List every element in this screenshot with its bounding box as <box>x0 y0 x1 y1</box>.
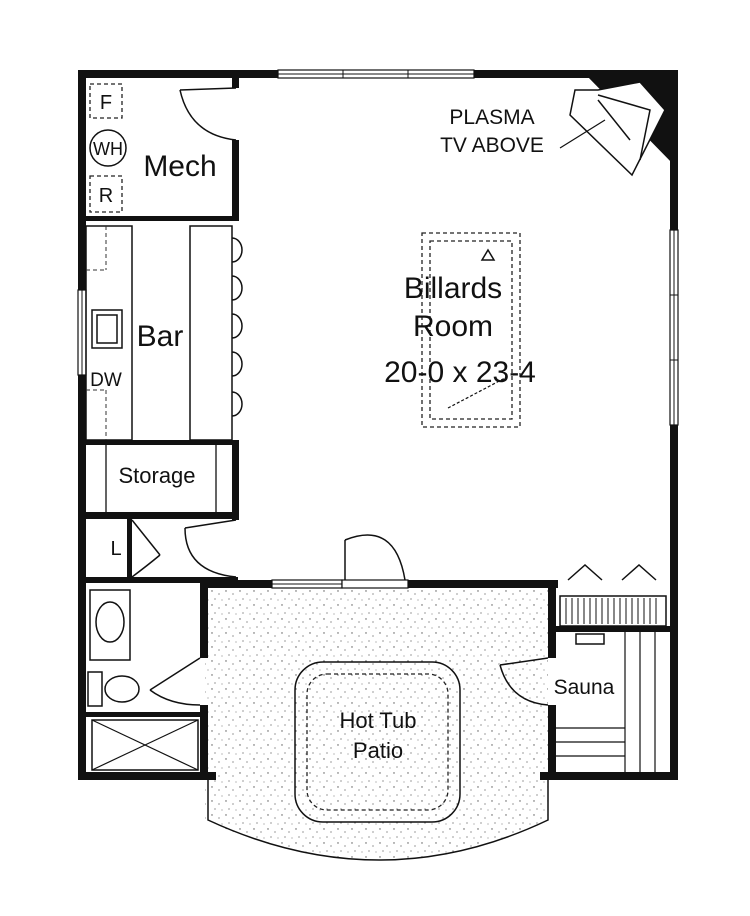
patio-openings <box>271 534 409 589</box>
bar-label: Bar <box>137 320 184 353</box>
plasma-tv-icon <box>559 81 666 177</box>
hot-tub-label-line1: Hot Tub <box>339 708 416 733</box>
billiards-label-line2: Room <box>413 310 493 343</box>
linen-closet-label: L <box>110 538 121 560</box>
water-heater-label: WH <box>93 139 123 159</box>
doors <box>131 87 549 706</box>
plasma-note-line2: TV ABOVE <box>440 134 544 157</box>
furnace-label: F <box>100 92 112 114</box>
sauna-benches <box>556 632 656 772</box>
top-windows <box>277 69 475 79</box>
bar-fixtures <box>85 225 243 441</box>
billiards-dimensions: 20-0 x 23-4 <box>384 356 536 389</box>
left-window <box>77 289 87 376</box>
billiards-table <box>421 232 521 428</box>
patio-floor <box>205 590 548 860</box>
dishwasher-label: DW <box>90 370 122 391</box>
interior-walls <box>86 78 674 780</box>
hot-tub-label-line2: Patio <box>353 738 403 763</box>
plasma-note-line1: PLASMA <box>449 106 534 129</box>
refrigerator-label: R <box>99 185 113 207</box>
hot-tub <box>294 661 461 823</box>
billiards-label-line1: Billards <box>404 272 502 305</box>
sauna-heater <box>559 563 667 627</box>
storage-label: Storage <box>118 463 195 488</box>
patio-outline <box>207 780 549 861</box>
mech-fixtures <box>89 83 127 213</box>
mech-label: Mech <box>143 150 216 183</box>
sauna-label: Sauna <box>554 676 615 699</box>
bathroom-fixtures <box>87 589 199 771</box>
storage-shelves <box>105 445 217 512</box>
right-window <box>669 229 679 426</box>
